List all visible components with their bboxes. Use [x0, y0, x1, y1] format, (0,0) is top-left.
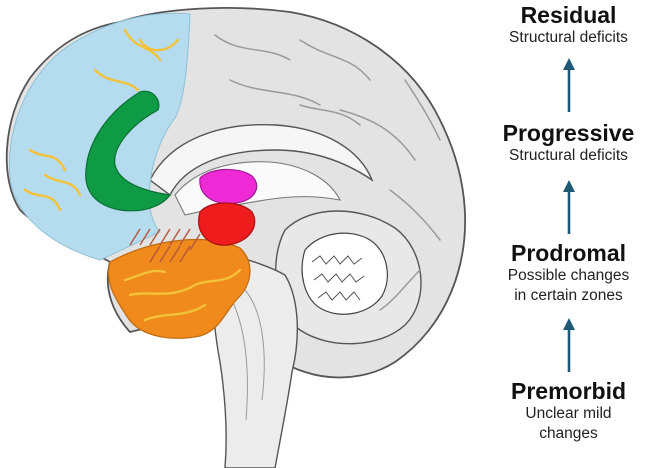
brain-illustration: [5, 7, 467, 468]
stage-desc: Possible changes: [507, 267, 630, 284]
arrow-up-icon: [563, 318, 575, 372]
stage-name: Residual: [520, 2, 617, 28]
cingulate-region: [85, 90, 172, 212]
hypothalamus-region: [198, 202, 256, 246]
arrow-up-svg: [563, 180, 575, 234]
arbor-vitae: [301, 232, 388, 315]
thalamus-region: [199, 168, 258, 205]
corpus-callosum: [149, 123, 374, 197]
stages-panel: Residual Structural deficits Progressive…: [480, 0, 657, 468]
stage-name: Premorbid: [510, 378, 627, 404]
vessels: [23, 28, 242, 322]
stage-name: Progressive: [502, 120, 635, 146]
cerebellum-folia: [311, 255, 365, 301]
stage-desc: Structural deficits: [509, 29, 628, 46]
stage-premorbid: Premorbid Unclear mild changes: [480, 378, 657, 444]
stage-prodromal: Prodromal Possible changes in certain zo…: [480, 240, 657, 306]
stage-progressive: Progressive Structural deficits: [480, 120, 657, 166]
hippocampus-striations: [129, 228, 201, 263]
stage-residual: Residual Structural deficits: [480, 2, 657, 48]
cortex-sulci: [214, 34, 441, 311]
brainstem-lines: [231, 289, 265, 421]
arrow-up-icon: [563, 58, 575, 112]
stage-name: Prodromal: [510, 240, 627, 266]
stage-desc: Unclear mild: [525, 405, 612, 422]
stage-desc: changes: [539, 425, 598, 442]
temporal-region: [107, 239, 251, 339]
arrow-up-svg: [563, 58, 575, 112]
arrow-up-svg: [563, 318, 575, 372]
stage-desc: in certain zones: [514, 287, 623, 304]
stage-desc: Structural deficits: [509, 147, 628, 164]
brain-svg: [5, 7, 467, 468]
arrow-up-icon: [563, 180, 575, 234]
